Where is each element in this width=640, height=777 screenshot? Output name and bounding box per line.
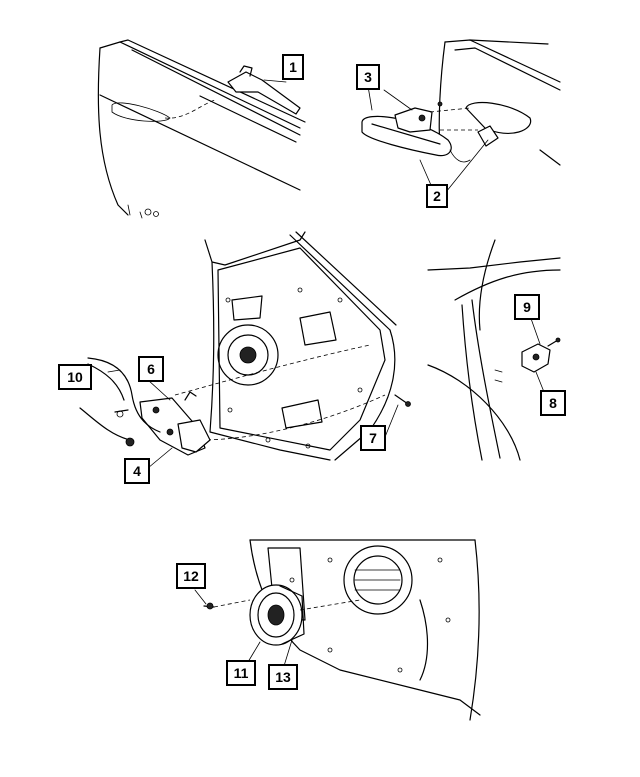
callout-11: 11 — [226, 660, 256, 686]
leader-lines — [107, 79, 549, 667]
callout-9: 9 — [514, 294, 540, 320]
callout-3: 3 — [356, 64, 380, 90]
callout-8: 8 — [540, 390, 566, 416]
exterior-handle-view — [361, 39, 561, 166]
hinge-area-view — [427, 239, 561, 461]
callout-13: 13 — [268, 664, 298, 690]
door-inner-panel-view — [79, 231, 411, 461]
callout-12: 12 — [176, 563, 206, 589]
callout-4: 4 — [124, 458, 150, 484]
callout-6: 6 — [138, 356, 164, 382]
callout-2: 2 — [426, 184, 448, 208]
speaker-view — [203, 539, 481, 721]
door-exterior-view — [97, 39, 306, 219]
callout-1: 1 — [282, 54, 304, 80]
callout-10: 10 — [58, 364, 92, 390]
callout-7: 7 — [360, 425, 386, 451]
